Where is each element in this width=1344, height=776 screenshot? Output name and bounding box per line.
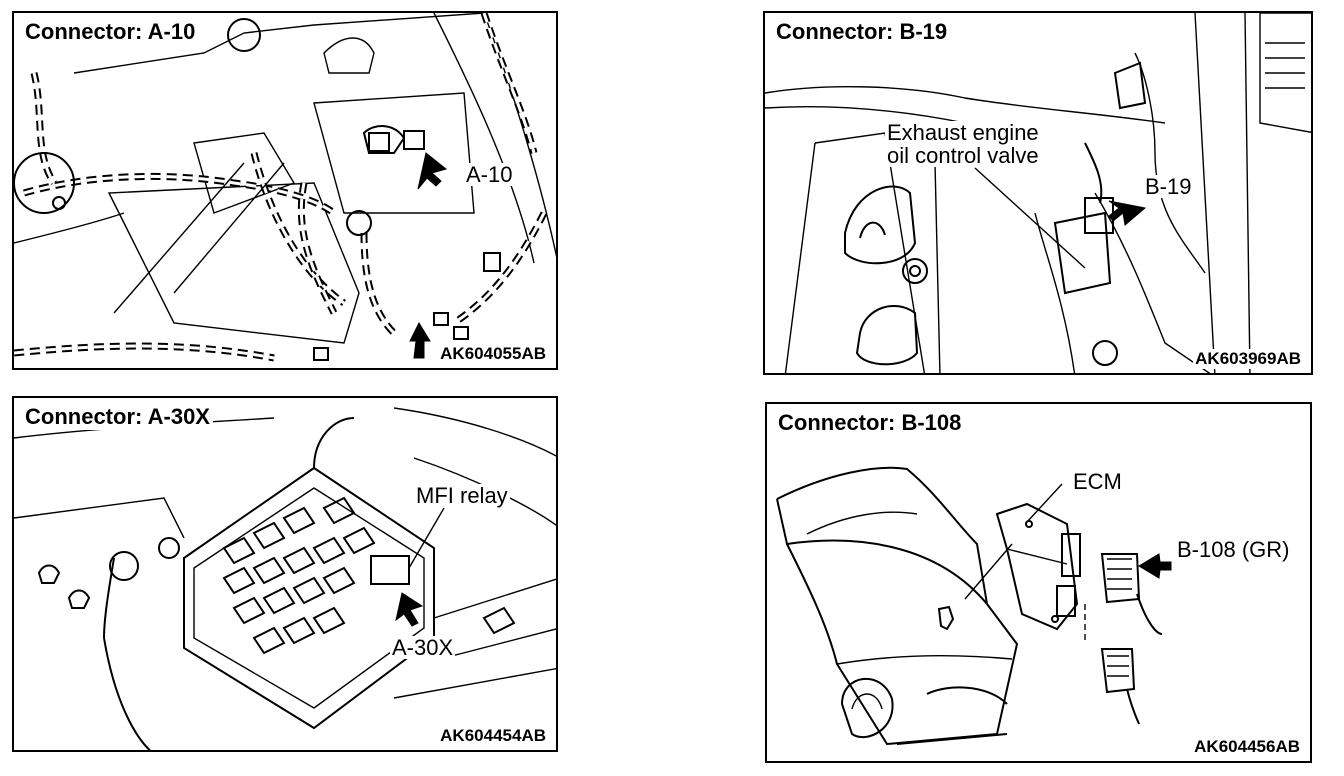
image-code: AK604454AB	[438, 726, 548, 746]
image-code: AK603969AB	[1193, 349, 1303, 369]
diagram-panel-a30x: Connector: A-30X MFI relay A-30X AK60445…	[12, 396, 558, 752]
connector-callout-b19: B-19	[1143, 174, 1194, 199]
engine-bay-illustration-b19	[765, 13, 1311, 373]
panel-title: Connector: B-108	[775, 410, 965, 436]
component-callout-ecm: ECM	[1071, 469, 1124, 494]
connector-callout-a10: A-10	[464, 162, 515, 187]
component-callout-line-1: Exhaust engine	[887, 120, 1039, 145]
panel-title: Connector: A-10	[22, 19, 199, 45]
diagram-panel-b19: Connector: B-19 Exhaust engine oil contr…	[763, 11, 1313, 375]
panel-title: Connector: A-30X	[22, 404, 213, 430]
component-callout-mfi-relay: MFI relay	[414, 483, 510, 508]
vehicle-ecm-illustration-b108	[776, 466, 1172, 746]
component-callout-line-2: oil control valve	[887, 143, 1039, 169]
engine-bay-illustration-a10	[14, 13, 556, 362]
diagram-panel-a10: Connector: A-10 A-10 AK604055AB	[12, 11, 558, 370]
relay-box-illustration-a30x	[14, 407, 556, 750]
diagram-panel-b108: Connector: B-108 ECM B-108 (GR) AK604456…	[765, 402, 1312, 763]
connector-callout-a30x: A-30X	[390, 635, 456, 660]
panel-title: Connector: B-19	[773, 19, 951, 45]
image-code: AK604055AB	[438, 344, 548, 364]
component-callout: Exhaust engine oil control valve	[885, 121, 1041, 167]
connector-callout-b108: B-108 (GR)	[1175, 537, 1292, 562]
image-code: AK604456AB	[1192, 737, 1302, 757]
